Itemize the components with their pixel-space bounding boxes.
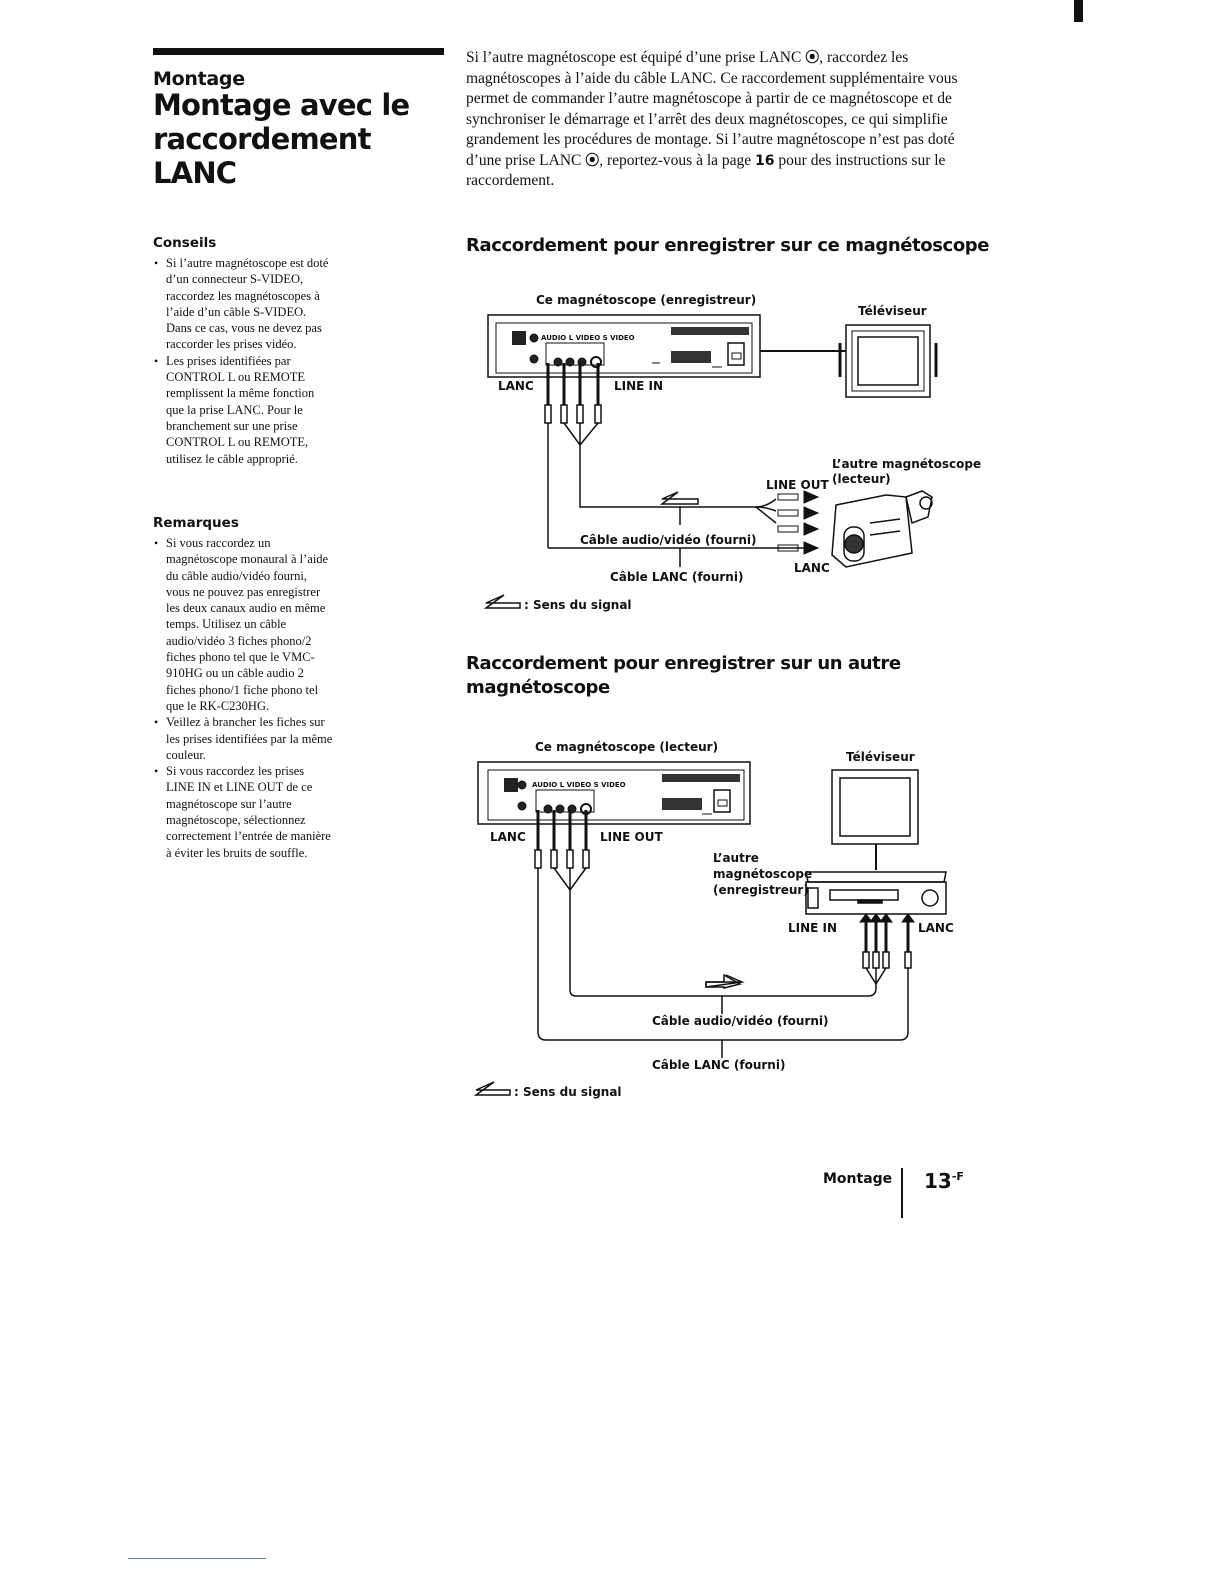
- page-number: 13-F: [924, 1169, 964, 1193]
- vcr-plugs: [534, 810, 590, 869]
- lanc-jack-label: LANC: [490, 830, 526, 844]
- remarks-box: Remarques Si vous raccordez un magnétosc…: [153, 515, 333, 861]
- other-vcr-label-2: magnétoscope: [713, 867, 812, 881]
- lanc-jack-label: LANC: [498, 379, 534, 393]
- tv-label: Téléviseur: [846, 750, 915, 764]
- diagram1-heading: Raccordement pour enregistrer sur ce mag…: [466, 235, 990, 256]
- header-rule: [153, 48, 444, 55]
- footer-divider: [901, 1168, 903, 1218]
- line-out-label: LINE OUT: [766, 478, 829, 492]
- connector-arrows: [777, 490, 820, 555]
- section-label: Montage: [153, 68, 245, 90]
- other-vcr-role: (enregistreur): [713, 883, 809, 897]
- intro-paragraph: Si l’autre magnétoscope est équipé d’une…: [466, 48, 966, 192]
- jack-label: AUDIO L VIDEO S VIDEO: [541, 334, 635, 342]
- diagram2-heading: Raccordement pour enregistrer sur un aut…: [466, 653, 901, 698]
- intro-text-2: , raccordez les magnétoscopes à l’aide d…: [466, 49, 958, 169]
- line-in-label: LINE IN: [614, 379, 663, 393]
- remark-item: Si vous raccordez un magnétoscope monaur…: [153, 535, 333, 714]
- signal-direction-arrow: [659, 491, 699, 505]
- tip-item: Les prises identifiées par CONTROL L ou …: [153, 353, 333, 467]
- line-in-label: LINE IN: [788, 921, 837, 935]
- remarks-heading: Remarques: [153, 515, 239, 531]
- page-number-suffix: -F: [951, 1170, 964, 1183]
- diagram-record-on-this-vcr: Ce magnétoscope (enregistreur) Téléviseu…: [483, 293, 981, 612]
- remark-item: Si vous raccordez les prises LINE IN et …: [153, 763, 333, 861]
- other-lanc-label: LANC: [918, 921, 954, 935]
- remarks-list: Si vous raccordez un magnétoscope monaur…: [153, 535, 333, 861]
- tips-heading: Conseils: [153, 235, 217, 251]
- camcorder-icon: [831, 490, 933, 568]
- tips-box: Conseils Si l’autre magnétoscope est dot…: [153, 235, 333, 467]
- lanc-symbol-icon: ⦿: [805, 50, 820, 66]
- signal-legend: : Sens du signal: [524, 598, 632, 612]
- av-cable-path: [537, 867, 909, 1058]
- other-vcr-label: L’autre magnétoscope: [832, 457, 981, 471]
- intro-text-4: pour des instructions sur le raccordemen…: [466, 151, 946, 190]
- tv-icon: [831, 769, 919, 870]
- tv-icon: [838, 324, 938, 398]
- page-edge-marker: [1074, 0, 1083, 22]
- av-cable-label: Câble audio/vidéo (fourni): [580, 533, 757, 547]
- tip-item: Si l’autre magnétoscope est doté d’un co…: [153, 255, 333, 353]
- jack-label: AUDIO L VIDEO S VIDEO: [532, 781, 626, 789]
- av-cable-label: Câble audio/vidéo (fourni): [652, 1014, 829, 1028]
- signal-legend: : Sens du signal: [514, 1085, 622, 1099]
- other-vcr-plugs: [859, 913, 915, 969]
- page-title: Montage avec le raccordement LANC: [153, 88, 410, 190]
- remark-item: Veillez à brancher les fiches sur les pr…: [153, 714, 333, 763]
- vcr-plugs: [544, 363, 602, 424]
- vcr-label: Ce magnétoscope (enregistreur): [536, 293, 756, 307]
- tv-label: Téléviseur: [858, 304, 927, 318]
- lanc-cable-label: Câble LANC (fourni): [652, 1058, 785, 1072]
- lanc-symbol-icon: ⦿: [585, 152, 600, 169]
- page-number-value: 13: [924, 1169, 952, 1193]
- other-vcr-icon: [805, 871, 947, 915]
- other-vcr-label: L’autre: [713, 851, 759, 865]
- footer-section: Montage: [823, 1171, 893, 1187]
- line-out-label: LINE OUT: [600, 830, 663, 844]
- intro-text-1: Si l’autre magnétoscope est équipé d’une…: [466, 49, 806, 66]
- vcr-rear-panel: [487, 314, 761, 378]
- lanc-cable-label: Câble LANC (fourni): [610, 570, 743, 584]
- vcr-rear-panel: [477, 761, 751, 825]
- diagram-record-on-other-vcr: Ce magnétoscope (lecteur) Téléviseur AUD…: [473, 740, 954, 1099]
- other-vcr-role: (lecteur): [832, 472, 891, 486]
- signal-legend-icon: [473, 1081, 511, 1096]
- signal-direction-arrow: [705, 973, 745, 989]
- tips-list: Si l’autre magnétoscope est doté d’un co…: [153, 255, 333, 467]
- signal-legend-icon: [483, 594, 521, 609]
- bottom-rule: [128, 1558, 266, 1559]
- av-cable-path: [547, 422, 816, 567]
- page-reference: 16: [755, 152, 775, 169]
- other-lanc-label: LANC: [794, 561, 830, 575]
- vcr-label: Ce magnétoscope (lecteur): [535, 740, 718, 754]
- intro-text-3: , reportez-vous à la page: [599, 151, 756, 169]
